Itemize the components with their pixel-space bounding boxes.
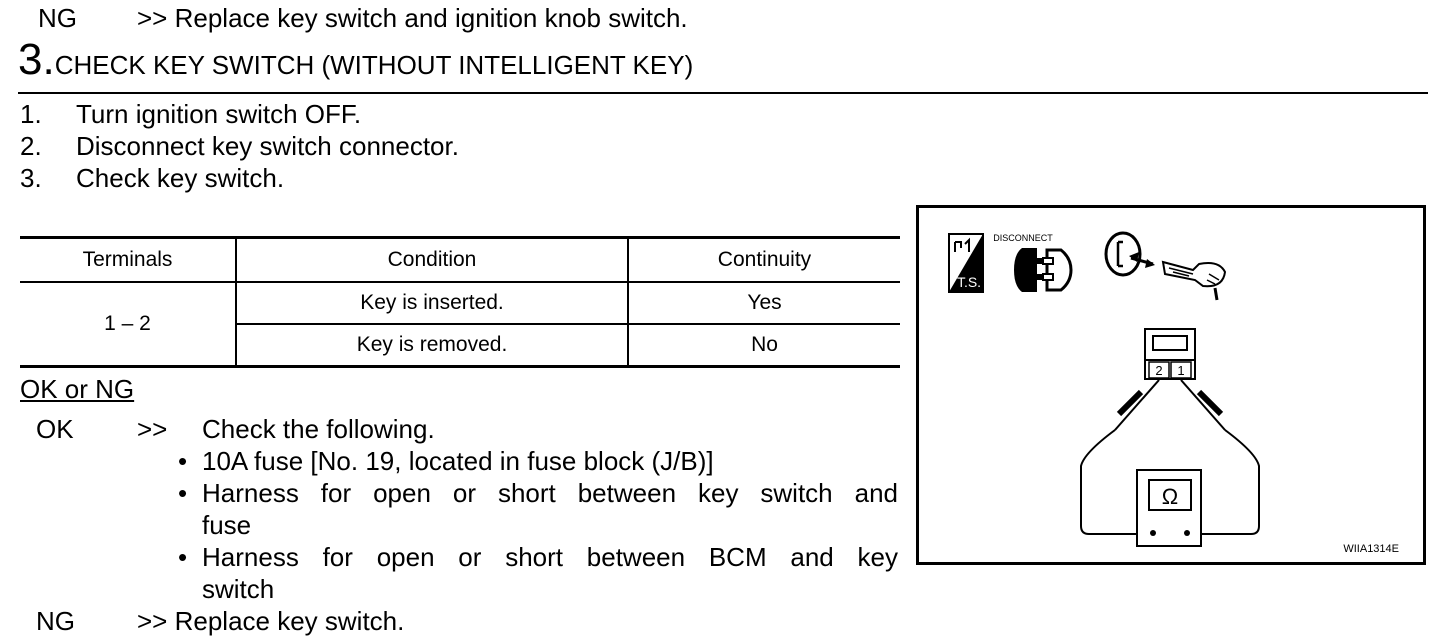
bullet-text-1: 10A fuse [No. 19, located in fuse block … [202,446,714,476]
top-ng-description: Replace key switch and ignition knob swi… [174,3,688,33]
header-condition: Condition [235,236,628,283]
instruction-num-3: 3. [20,163,42,193]
bullet-text-2-line-2: fuse [202,510,252,540]
instruction-text-2: Disconnect key switch connector. [76,131,459,161]
bullet-marker-1: • [178,446,188,476]
bullet-text-2-line-1: Harness for open or short between key sw… [202,478,898,508]
bullet-marker-2: • [178,478,188,508]
heading-rule [18,92,1428,94]
ohm-symbol: Ω [1162,484,1178,509]
ok-label: OK [36,414,74,444]
header-continuity: Continuity [627,236,900,283]
ng-arrow: >> [137,606,168,636]
pin-2-label: 2 [1155,363,1162,378]
bullet-text-3-line-1: Harness for open or short between BCM an… [202,542,898,572]
cell-continuity-2: No [627,324,900,368]
ok-text: Check the following. [202,414,435,444]
continuity-table: Terminals Condition Continuity 1 – 2 Key… [20,236,900,368]
instruction-text-1: Turn ignition switch OFF. [76,99,362,129]
figure-illustration: T.S. DISCONNECT [948,231,1399,555]
step-number: 3. [18,35,55,84]
top-ng-label: NG [38,3,77,33]
figure-code: WIIA1314E [1343,543,1399,555]
table-row: Key is removed. No [20,324,900,368]
ng-description: Replace key switch. [174,606,405,636]
pin-1-label: 1 [1177,363,1184,378]
ohmmeter: Ω [1136,469,1202,547]
table-row: 1 – 2 Key is inserted. Yes [20,282,900,368]
result-heading: OK or NG [20,374,135,404]
bullet-text-3-line-2: switch [202,574,275,604]
instruction-num-2: 2. [20,131,42,161]
instruction-text-3: Check key switch. [76,163,285,193]
cell-condition-1: Key is inserted. [235,282,628,325]
table-header-row: Terminals Condition Continuity [20,236,900,283]
probe-leads [1080,379,1260,535]
key-switch-figure: T.S. DISCONNECT [916,205,1426,565]
ng-text: >> Replace key switch. [137,606,404,636]
cell-condition-2: Key is removed. [235,324,628,368]
ng-label: NG [36,606,75,636]
cell-terminals: 1 – 2 [20,282,236,368]
step-heading: 3.CHECK KEY SWITCH (WITHOUT INTELLIGENT … [18,38,693,82]
step-title: CHECK KEY SWITCH (WITHOUT INTELLIGENT KE… [54,50,694,80]
ok-arrow: >> [137,414,168,444]
top-ng-arrow: >> [137,3,168,33]
disconnect-label: DISCONNECT [993,233,1053,243]
instruction-num-1: 1. [20,99,42,129]
disconnect-icon: DISCONNECT [993,233,1073,292]
key-switch-connector: 2 1 [1144,328,1196,380]
top-ng-text: >> Replace key switch and ignition knob … [137,3,688,33]
ts-icon: T.S. [948,233,984,293]
ts-label: T.S. [957,274,981,290]
key-insert-icon [1104,231,1227,301]
bullet-marker-3: • [178,542,188,572]
header-terminals: Terminals [20,236,236,283]
cell-continuity-1: Yes [627,282,900,325]
